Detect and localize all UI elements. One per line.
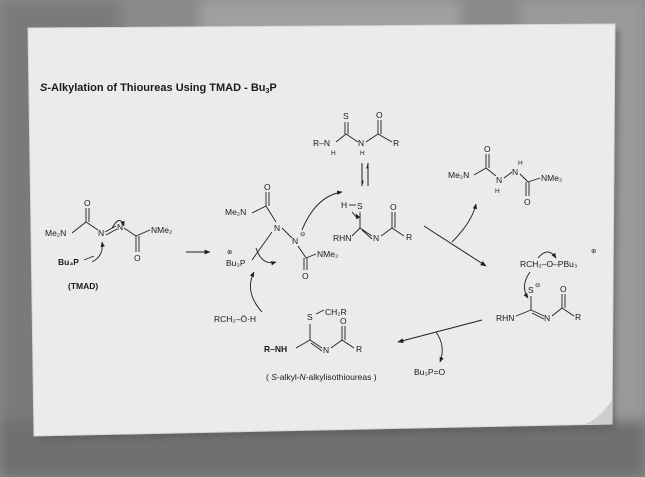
reaction-arrow-2: [423, 225, 487, 267]
product-ch2r-label: CH₂R: [325, 307, 347, 317]
thiourea-h2-label: H: [360, 150, 365, 157]
thiourea-o-label: O: [376, 110, 383, 120]
tmad-structure: Me₂N O N N O NMe₂ Bu₃P (TMAD): [45, 198, 172, 291]
thiolate-o-label: O: [560, 284, 567, 294]
product-structure: CH₂R S R–NH N O R: [264, 307, 362, 355]
thiourea-rnh-label: R–N: [313, 138, 330, 148]
isothiourea-r-label: R: [406, 232, 412, 242]
thiourea-s-label: S: [343, 111, 349, 121]
alcohol-attack-arrow: [249, 271, 263, 313]
isothiourea-s-label: S: [357, 201, 363, 211]
thiolate-rhn-label: RHN: [496, 313, 514, 323]
tmad-me2n-label: Me₂N: [45, 228, 66, 238]
phosphonium-plus-label: ⊕: [591, 248, 597, 255]
tmad-nme2-label: NMe₂: [151, 225, 172, 235]
isothiourea-n-label: N: [373, 233, 379, 243]
hydrazine-me2n-label: Me₂N: [448, 170, 469, 180]
tmad-n1-label: N: [98, 228, 104, 238]
product-r-label: R: [356, 344, 362, 354]
phosphine-oxide-arrow: [435, 331, 444, 363]
tmad-name-label: (TMAD): [68, 281, 98, 291]
thiolate-structure: S ⊖ RHN N O R: [496, 271, 581, 323]
hydrazine-nme2-label: NMe₂: [541, 173, 562, 183]
betaine-me2n-label: Me₂N: [225, 207, 246, 217]
hydrazine-h2-label: H: [518, 160, 523, 167]
thiolate-s-label: S: [528, 285, 534, 295]
thiourea-r-label: R: [393, 138, 399, 148]
betaine-bu3p-label: Bu₃P: [226, 258, 246, 268]
alkoxyphosphonium-structure: ⊕ RCH₂–O–PBu₃: [520, 248, 597, 269]
isothiourea-structure: H S RHN N O R: [333, 200, 412, 243]
thiolate-r-label: R: [575, 312, 581, 322]
hydrazine-h1-label: H: [495, 188, 500, 195]
product-s-label: S: [307, 312, 313, 322]
thiourea-structure: S R–N H N H O R: [313, 110, 399, 157]
tmad-o1-label: O: [84, 198, 91, 208]
phosphine-oxide-label: Bu₃P=O: [414, 367, 445, 377]
hydrazine-o1-label: O: [484, 144, 491, 154]
hydrazine-n2-label: N: [512, 167, 518, 177]
isothiourea-rhn-label: RHN: [333, 233, 351, 243]
alcohol-label: RCH₂–Ö·H: [214, 314, 256, 324]
betaine-structure: Me₂N O N ⊕ Bu₃P N ⊖ O NMe₂: [225, 182, 343, 281]
betaine-n1-label: N: [274, 223, 280, 233]
thiolate-n-label: N: [544, 313, 550, 323]
hydrazine-byproduct-arrow: [451, 203, 478, 243]
paper-sheet: [28, 24, 615, 436]
betaine-plus-label: ⊕: [227, 249, 233, 256]
thiolate-minus-label: ⊖: [535, 282, 541, 289]
isothiourea-o-label: O: [390, 202, 397, 212]
product-rnh-label: R–NH: [264, 344, 287, 354]
betaine-n2-label: N: [292, 236, 298, 246]
product-name-label: ( S-alkyl-N-alkylisothioureas ): [266, 372, 377, 382]
page-title: S-Alkylation of Thioureas Using TMAD - B…: [40, 82, 277, 95]
product-o-label: O: [340, 316, 347, 326]
tmad-o2-label: O: [134, 253, 141, 263]
reaction-arrow-3: [397, 319, 483, 343]
product-n-label: N: [323, 345, 329, 355]
phosphonium-label: RCH₂–O–PBu₃: [520, 259, 577, 269]
betaine-o2-label: O: [302, 271, 309, 281]
tmad-n2-label: N: [117, 222, 123, 232]
betaine-minus-label: ⊖: [300, 231, 306, 238]
tmad-bu3p-label: Bu₃P: [58, 257, 79, 267]
isothiourea-h-label: H: [341, 200, 347, 210]
betaine-o1-label: O: [264, 182, 271, 192]
thiourea-n2-label: N: [358, 138, 364, 148]
paper-curl: [585, 400, 612, 424]
thiourea-h1-label: H: [331, 150, 336, 157]
hydrazine-n1-label: N: [496, 175, 502, 185]
hydrazine-o2-label: O: [524, 197, 531, 207]
betaine-nme2-label: NMe₂: [317, 249, 338, 259]
hydrazine-byproduct-structure: Me₂N O N H N H O NMe₂: [448, 144, 562, 207]
